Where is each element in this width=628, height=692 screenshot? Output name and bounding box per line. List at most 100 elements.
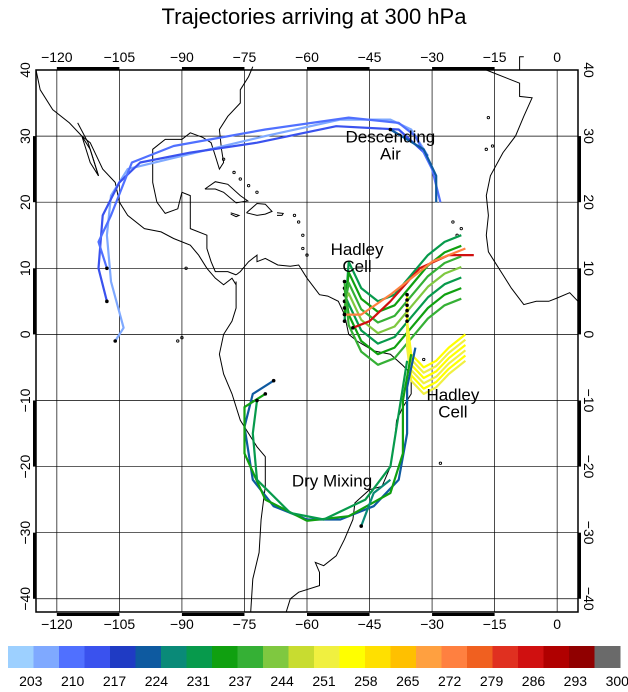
lat-tick-label-left: −20 xyxy=(17,454,33,478)
trajectory-endpoint xyxy=(105,266,109,271)
colorbar-tick-label: 286 xyxy=(522,673,546,689)
island xyxy=(490,144,495,148)
colorbar-swatch xyxy=(339,646,366,668)
coastline xyxy=(35,69,237,286)
lat-tick-label-left: 20 xyxy=(17,194,33,210)
trajectory-endpoint xyxy=(342,279,347,284)
lat-tick-label-right: −30 xyxy=(581,521,597,545)
frame-segment xyxy=(578,532,581,599)
colorbar-tick-label: 244 xyxy=(270,673,294,689)
trajectory-hadley-s xyxy=(406,321,467,395)
coastline xyxy=(152,66,254,276)
trajectory-endpoint xyxy=(342,312,347,317)
frame-segment xyxy=(33,268,36,335)
annotation-label: Cell xyxy=(438,402,467,421)
island xyxy=(255,190,259,194)
colorbar-swatch xyxy=(110,646,136,668)
island xyxy=(297,220,301,224)
lat-tick-label-left: 40 xyxy=(17,62,33,78)
island xyxy=(246,184,251,188)
trajectory-endpoint xyxy=(405,298,409,302)
lat-tick-label-left: −40 xyxy=(17,587,33,611)
lon-tick-label-top: −30 xyxy=(420,49,444,65)
colorbar-swatch xyxy=(212,646,238,668)
colorbar-swatch xyxy=(467,646,493,668)
colorbar-tick-label: 279 xyxy=(480,673,504,689)
coastline xyxy=(230,212,241,218)
colorbar-swatch xyxy=(263,646,289,668)
lat-tick-label-left: 10 xyxy=(17,260,33,276)
colorbar-swatch xyxy=(543,646,570,668)
lon-tick-label-top: −90 xyxy=(170,49,194,65)
lat-tick-label-right: −40 xyxy=(581,587,597,611)
colorbar-tick-label: 237 xyxy=(229,673,253,689)
island xyxy=(484,147,488,151)
frame-segment xyxy=(33,136,36,203)
island xyxy=(301,233,305,237)
colorbar-swatch xyxy=(594,646,621,668)
island xyxy=(176,339,180,343)
lat-tick-label-left: −30 xyxy=(17,521,33,545)
coastline xyxy=(204,181,250,204)
annotation-label: Hadley xyxy=(426,385,479,404)
annotation-label: Hadley xyxy=(331,240,384,259)
island xyxy=(422,357,426,362)
lon-tick-label-bottom: −120 xyxy=(41,616,73,632)
lon-tick-label-top: −105 xyxy=(104,49,136,65)
colorbar-swatch xyxy=(84,646,111,668)
trajectory-endpoint xyxy=(342,319,347,323)
lon-tick-label-bottom: −45 xyxy=(358,616,382,632)
island xyxy=(292,213,297,218)
lon-tick-label-bottom: −30 xyxy=(420,616,444,632)
trajectory-endpoint xyxy=(255,398,259,403)
colorbar-swatch xyxy=(314,646,340,668)
coastline xyxy=(276,212,285,216)
colorbar-tick-label: 224 xyxy=(145,673,169,689)
lat-tick-label-left: 30 xyxy=(17,128,33,144)
colorbar-tick-label: 258 xyxy=(354,673,378,689)
colorbar-tick-label: 203 xyxy=(19,673,43,689)
island xyxy=(238,177,242,181)
trajectory-endpoint xyxy=(105,299,109,304)
lon-tick-label-top: −15 xyxy=(483,49,507,65)
trajectory-descending-1 xyxy=(105,118,429,342)
lon-tick-label-bottom: −60 xyxy=(295,616,319,632)
island xyxy=(486,115,491,120)
trajectory-descending-4 xyxy=(389,128,438,203)
trajectory-hadley-n xyxy=(343,244,462,315)
map-title: Trajectories arriving at 300 hPa xyxy=(161,4,467,29)
trajectory-endpoint xyxy=(263,392,268,396)
colorbar-swatch xyxy=(161,646,187,668)
lon-tick-label-bottom: −75 xyxy=(233,616,257,632)
trajectory-hadley-orange xyxy=(344,247,466,316)
lat-tick-label-right: −20 xyxy=(581,455,597,479)
lat-tick-label-right: 0 xyxy=(581,330,597,338)
lon-tick-label-top: 0 xyxy=(553,49,561,65)
lon-tick-label-bottom: −90 xyxy=(170,616,194,632)
trajectory-endpoint xyxy=(388,127,393,132)
frame-segment xyxy=(33,532,36,599)
frame-segment xyxy=(307,613,370,616)
frame-segment xyxy=(578,400,581,467)
colorbar-swatch xyxy=(441,646,468,668)
frame-segment xyxy=(432,613,495,616)
island xyxy=(180,336,184,340)
lon-tick-label-bottom: −15 xyxy=(483,616,507,632)
colorbar-swatch xyxy=(416,646,442,668)
trajectory-endpoint xyxy=(359,524,364,528)
lat-tick-label-right: −10 xyxy=(581,389,597,413)
colorbar-tick-label: 231 xyxy=(187,673,211,689)
island xyxy=(221,157,226,161)
coastlines xyxy=(35,56,579,613)
trajectory-hadley-n xyxy=(343,255,462,324)
colorbar-swatch xyxy=(390,646,417,668)
colorbar-swatch xyxy=(288,646,315,668)
trajectory-hadley-n xyxy=(343,234,462,322)
frame-segment xyxy=(33,400,36,467)
trajectories xyxy=(97,116,474,528)
colorbar-swatch xyxy=(237,646,264,668)
trajectory-endpoint xyxy=(405,303,409,308)
trajectory-endpoint xyxy=(113,339,118,343)
